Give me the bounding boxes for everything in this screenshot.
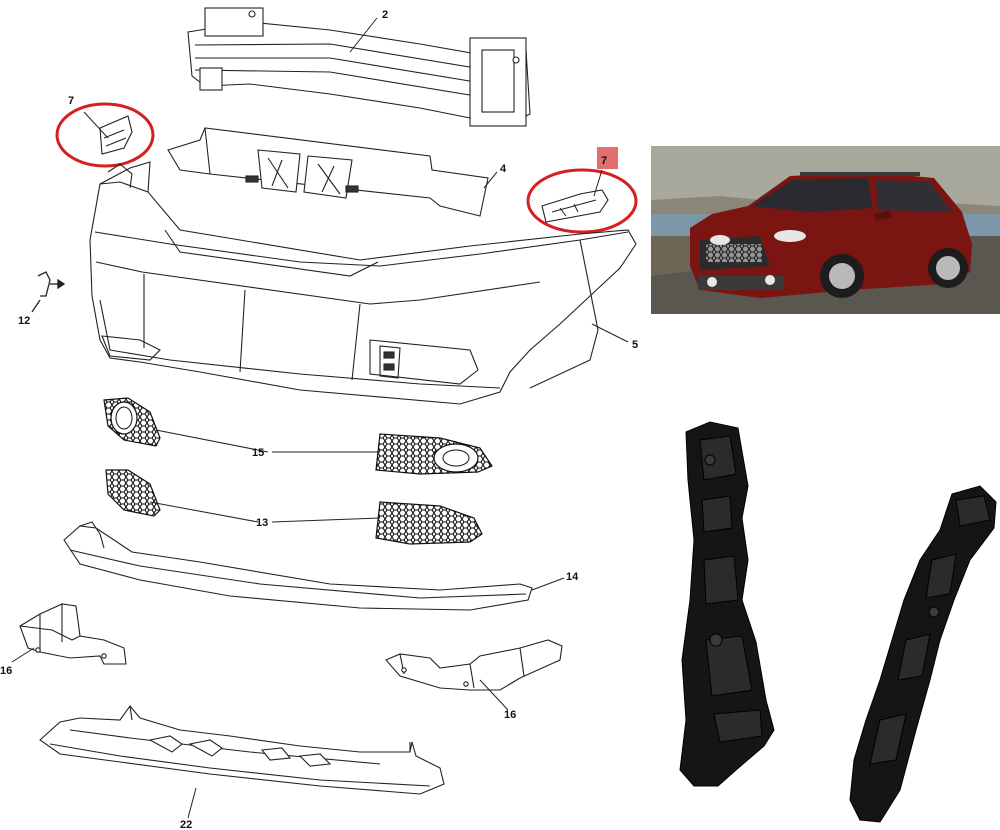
callout-14: 14: [566, 571, 579, 583]
callout-numbers: 2 4 5 7 7 12 15 13 14 16 16 22: [0, 9, 638, 830]
shield-bracket-right: [385, 639, 563, 691]
highlight-circle-left: [55, 102, 155, 168]
bracket-left: [55, 102, 155, 168]
energy-absorber: [167, 127, 489, 217]
callout-12: 12: [18, 315, 30, 327]
bumper-reinforcement-beam: [187, 7, 531, 127]
callout-16-left: 16: [0, 665, 12, 677]
fog-lamp-grille-left: [103, 397, 161, 447]
callout-tag-7: [597, 147, 618, 169]
lower-grille-right: [375, 501, 483, 545]
fog-lamp-grille-right: [375, 433, 493, 475]
vehicle-photo: [651, 146, 1000, 314]
callout-5: 5: [632, 339, 638, 351]
bracket-photo-left: [679, 421, 775, 787]
clip-fastener: [31, 271, 66, 313]
leader-lines: [11, 17, 629, 819]
lower-grille-left: [105, 469, 161, 517]
callout-15: 15: [252, 447, 264, 459]
highlight-circle-right: [526, 168, 638, 234]
callout-4: 4: [500, 163, 507, 175]
air-dam-shield: [39, 705, 445, 795]
callout-13: 13: [256, 517, 268, 529]
callout-7-left: 7: [68, 95, 74, 107]
callout-2: 2: [382, 9, 388, 21]
shield-bracket-left: [19, 603, 127, 665]
bracket-right: [526, 147, 638, 234]
callout-22: 22: [180, 819, 192, 830]
lower-spoiler: [63, 521, 533, 611]
callout-7-right: 7: [601, 155, 607, 167]
callout-16-right: 16: [504, 709, 516, 721]
bumper-fascia: [89, 161, 637, 405]
bracket-photo-right: [849, 485, 997, 823]
